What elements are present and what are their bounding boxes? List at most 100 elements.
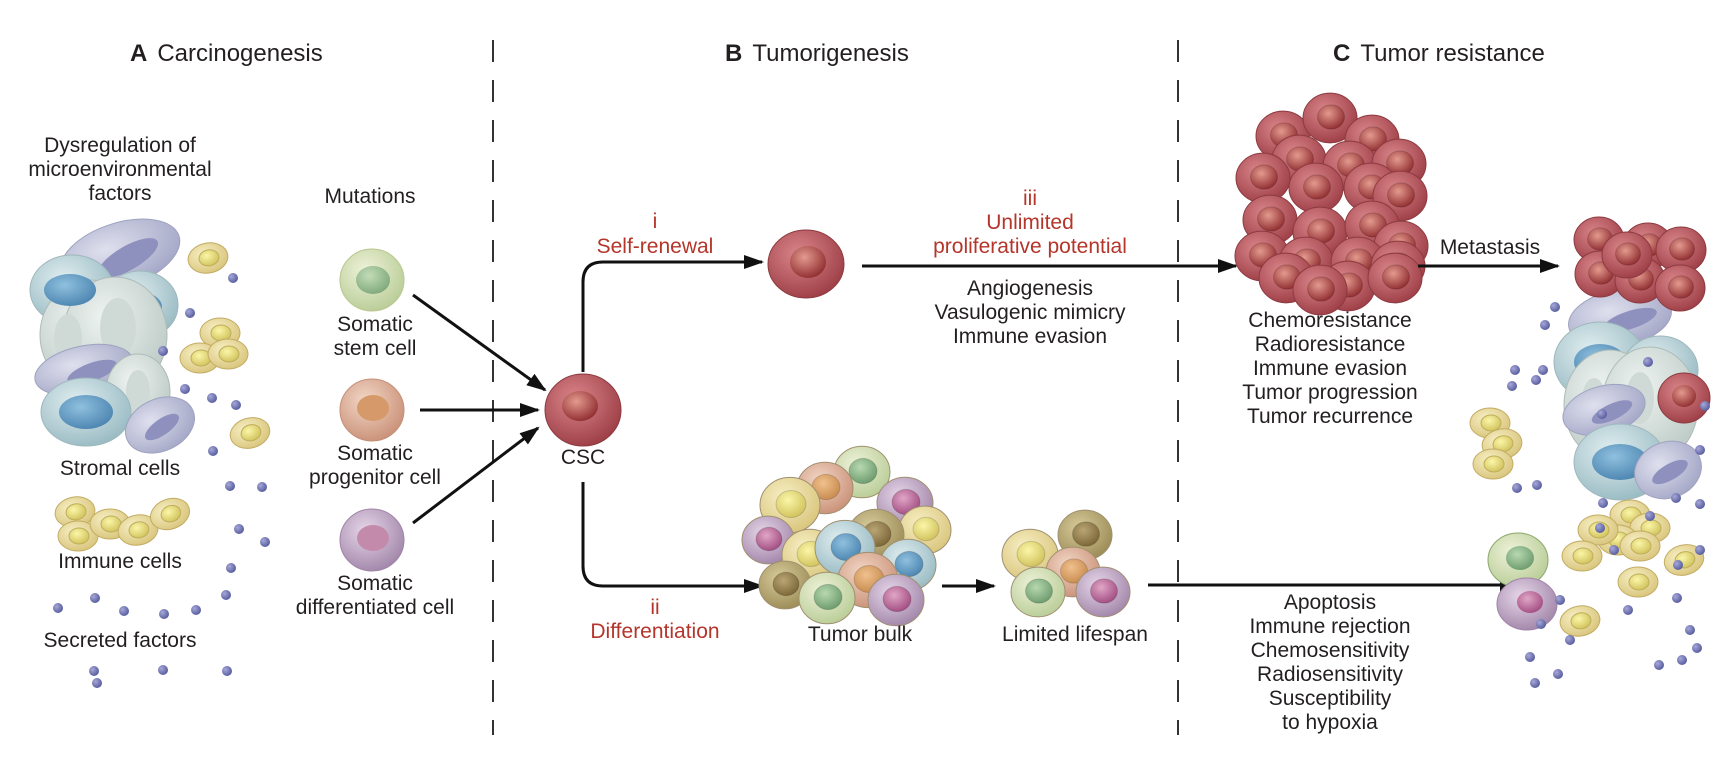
secreted-factor-dot: [185, 308, 195, 318]
panel-b-heading: B Tumorigenesis: [725, 40, 909, 68]
immune-cells-panel-c: [1469, 407, 1705, 637]
immune-cell: [1617, 566, 1659, 598]
metastasis-label: Metastasis: [1439, 236, 1541, 259]
secreted-factor-dot: [226, 563, 236, 573]
secreted-factor-dot: [1510, 365, 1520, 375]
immune-cell: [150, 497, 190, 531]
secreted-factor-dot: [1609, 545, 1619, 555]
differentiation-numeral: ii: [650, 596, 660, 619]
panel-c-heading: C Tumor resistance: [1333, 40, 1545, 68]
proliferative-label-line1: Unlimited: [986, 211, 1074, 234]
secreted-factor-dot: [228, 273, 238, 283]
secreted-factor-dot: [1623, 605, 1633, 615]
secreted-factor-dot: [1671, 493, 1681, 503]
somatic-differentiated-cell-label: Somatic differentiated cell: [295, 572, 455, 619]
secreted-factor-dot: [119, 606, 129, 616]
secreted-factor-dot: [1530, 678, 1540, 688]
resistant-tumor-cell: [1235, 152, 1291, 204]
immune-cell: [1561, 540, 1603, 572]
tumor-bulk-cluster: [741, 445, 952, 627]
secreted-factor-dot: [89, 666, 99, 676]
secreted-factor-dot: [180, 384, 190, 394]
secreted-factor-dot: [1536, 619, 1546, 629]
secreted-factor-dot: [92, 678, 102, 688]
arrow-self-renewal: [581, 255, 764, 372]
proliferative-numeral: iii: [1023, 187, 1037, 210]
secreted-factor-dot: [191, 605, 201, 615]
immune-cell: [207, 338, 249, 370]
secreted-factor-dot: [1695, 445, 1705, 455]
secreted-factor-dot: [1685, 625, 1695, 635]
immune-cell: [1559, 605, 1601, 637]
limited-lifespan-cell: [1075, 566, 1131, 618]
immune-cell: [1619, 530, 1661, 562]
secreted-factor-dot: [208, 446, 218, 456]
secreted-factor-dot: [1695, 499, 1705, 509]
secreted-factors-dots-panel-a: [53, 273, 270, 688]
tumor-bulk-cell: [758, 560, 812, 610]
metastatic-tumor-cells: [1573, 216, 1707, 312]
resistant-tumor-cell: [1288, 162, 1344, 214]
tumorigenic-properties-list: Angiogenesis Vasulogenic mimicry Immune …: [934, 277, 1126, 348]
resistant-tumor-cell: [1292, 264, 1348, 316]
secreted-factor-dot: [1692, 643, 1702, 653]
arrow-differentiated-to-csc: [412, 426, 540, 525]
secreted-factors-label: Secreted factors: [43, 629, 197, 652]
limited-lifespan-cluster: [1001, 509, 1131, 618]
secreted-factor-dot: [1654, 660, 1664, 670]
tumor-bulk-cell: [741, 515, 795, 565]
tumor-bulk-label: Tumor bulk: [807, 623, 913, 646]
panel-c-title: Tumor resistance: [1360, 40, 1545, 67]
secreted-factor-dot: [1540, 320, 1550, 330]
csc-cell: [544, 373, 622, 447]
tumor-bulk-cell: [798, 571, 856, 625]
secreted-factor-dot: [1553, 669, 1563, 679]
secreted-factor-dot: [158, 665, 168, 675]
immune-cell: [229, 417, 271, 449]
immune-cell: [187, 242, 229, 274]
secreted-factor-dot: [222, 666, 232, 676]
secreted-factor-dot: [1531, 375, 1541, 385]
secreted-factor-dot: [1597, 409, 1607, 419]
panel-b-letter: B: [725, 40, 743, 67]
resistant-tumor-cell: [1302, 92, 1358, 144]
resistant-tumor-mass: [1234, 92, 1429, 316]
secreted-factor-dot: [1565, 635, 1575, 645]
secreted-factor-dot: [1672, 593, 1682, 603]
metastatic-tumor-cell: [1654, 264, 1706, 312]
immune-cell: [1472, 448, 1514, 480]
arrow-stem-to-csc: [412, 293, 547, 392]
tumor-bulk-cell: [759, 476, 821, 534]
differentiation-label: Differentiation: [590, 620, 720, 643]
immune-cell: [57, 520, 99, 552]
csc-label: CSC: [560, 446, 606, 469]
secreted-factor-dot: [221, 590, 231, 600]
limited-lifespan-cell: [1010, 566, 1066, 618]
somatic-stem-cell: [339, 248, 405, 312]
immune-cells-label: Immune cells: [58, 550, 182, 573]
panel-b-title: Tumorigenesis: [752, 40, 909, 67]
secreted-factor-dot: [1550, 302, 1560, 312]
microenvironment-label: Dysregulation of microenvironmental fact…: [28, 134, 212, 205]
secreted-factor-dot: [1700, 401, 1710, 411]
secreted-factor-dot: [207, 393, 217, 403]
stromal-cells-label: Stromal cells: [59, 457, 181, 480]
mutations-label: Mutations: [324, 185, 416, 208]
secreted-factor-dot: [1677, 655, 1687, 665]
panel-c-letter: C: [1333, 40, 1351, 67]
secreted-factor-dot: [1645, 511, 1655, 521]
sensitivity-properties-list: Apoptosis Immune rejection Chemosensitiv…: [1249, 591, 1411, 734]
secreted-factors-dots-panel-c: [1507, 302, 1710, 688]
metastatic-tumor-cell: [1601, 231, 1653, 279]
secreted-factor-dot: [225, 481, 235, 491]
secreted-factor-dot: [1532, 480, 1542, 490]
secreted-factor-dot: [1525, 652, 1535, 662]
secreted-factor-dot: [257, 482, 267, 492]
secreted-factor-dot: [231, 400, 241, 410]
secreted-factor-dot: [234, 524, 244, 534]
eliminated-differentiated-cells: [1487, 532, 1558, 631]
proliferative-label-line2: proliferative potential: [933, 235, 1127, 258]
stromal-cells-cluster: [29, 218, 195, 454]
secreted-factor-dot: [53, 603, 63, 613]
